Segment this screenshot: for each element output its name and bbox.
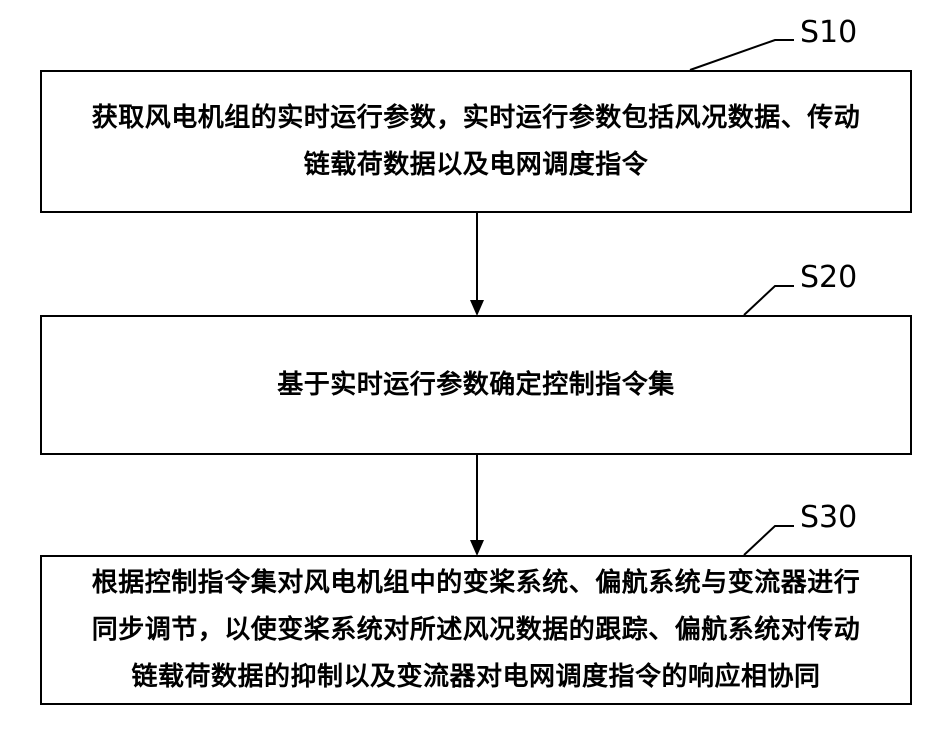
step-label-s20: S20 [800,260,858,295]
arrow-down-icon [470,540,484,556]
step-s20-text-line-1: 基于实时运行参数确定控制指令集 [277,369,675,400]
flow-arrow-1 [470,213,484,316]
step-s10-text-line-1: 获取风电机组的实时运行参数，实时运行参数包括风况数据、传动 [91,102,861,133]
step-box-s20: 基于实时运行参数确定控制指令集 [40,315,912,455]
step-label-s10: S10 [800,15,858,50]
step-box-s30: 根据控制指令集对风电机组中的变桨系统、偏航系统与变流器进行 同步调节，以使变桨系… [40,555,912,705]
step-box-s10: 获取风电机组的实时运行参数，实时运行参数包括风况数据、传动 链载荷数据以及电网调… [40,70,912,213]
flow-arrow-2 [470,455,484,556]
step-s30-text-line-1: 根据控制指令集对风电机组中的变桨系统、偏航系统与变流器进行 [91,567,861,598]
leader-line-s10 [689,39,794,71]
step-s10-text-line-2: 链载荷数据以及电网调度指令 [303,149,649,180]
leader-line-s20 [743,285,794,316]
arrow-down-icon [470,300,484,316]
step-label-s30: S30 [800,500,858,535]
step-s30-text-line-3: 链载荷数据的抑制以及变流器对电网调度指令的响应相协同 [131,661,821,692]
step-s30-text-line-2: 同步调节，以使变桨系统对所述风况数据的跟踪、偏航系统对传动 [91,614,861,645]
leader-line-s30 [743,525,794,556]
